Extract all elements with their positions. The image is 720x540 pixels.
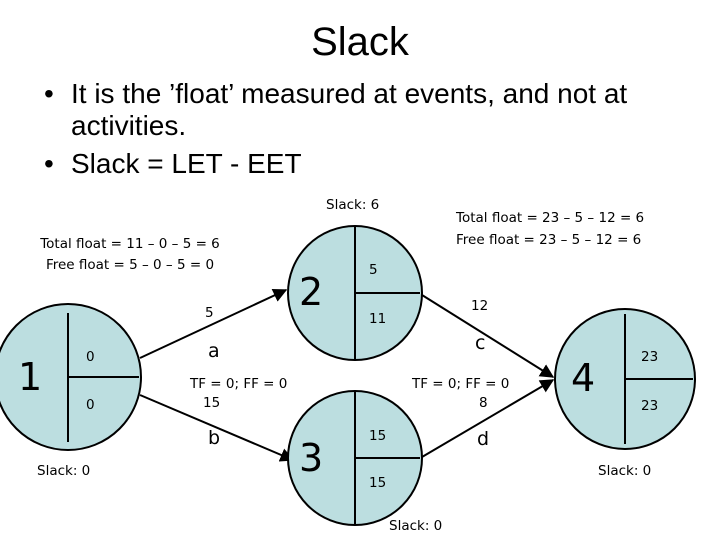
- activity-b-label: b: [208, 427, 221, 449]
- node-2: [287, 225, 423, 361]
- node-4-number: 4: [571, 356, 596, 400]
- node-1: [0, 303, 142, 451]
- arrow-c: [421, 294, 555, 378]
- node-3-eet: 15: [369, 428, 387, 444]
- activity-c-label: c: [475, 332, 486, 354]
- node-4-let: 23: [641, 398, 659, 414]
- activity-c-free-float: Free float = 23 – 5 – 12 = 6: [456, 232, 642, 248]
- node-3-let: 15: [369, 475, 387, 491]
- node-1-let: 0: [86, 397, 95, 413]
- activity-a-duration: 5: [205, 305, 214, 321]
- activity-d-label: d: [477, 428, 490, 450]
- activity-d-floats: TF = 0; FF = 0: [412, 376, 510, 392]
- activity-a-total-float: Total float = 11 – 0 – 5 = 6: [40, 236, 220, 252]
- activity-a-free-float: Free float = 5 – 0 – 5 = 0: [45, 257, 215, 273]
- slide-title: Slack: [311, 20, 409, 64]
- activity-c-duration: 12: [471, 298, 489, 314]
- node-4: [554, 308, 696, 450]
- bullet-item: It is the ’float’ measured at events, an…: [44, 78, 704, 142]
- bullet-list: It is the ’float’ measured at events, an…: [44, 78, 704, 186]
- activity-b-duration: 15: [203, 395, 221, 411]
- node-3-slack: Slack: 0: [389, 518, 443, 534]
- node-1-number: 1: [18, 355, 43, 399]
- node-2-let: 11: [369, 311, 387, 327]
- node-3-number: 3: [299, 436, 324, 480]
- node-2-eet: 5: [369, 262, 378, 278]
- arrow-a: [139, 288, 288, 359]
- node-1-eet: 0: [86, 349, 95, 365]
- bullet-item: Slack = LET - EET: [44, 148, 704, 180]
- activity-a-label: a: [208, 340, 220, 362]
- node-2-number: 2: [299, 270, 324, 314]
- node-2-slack: Slack: 6: [326, 197, 380, 213]
- activity-b-floats: TF = 0; FF = 0: [190, 376, 288, 392]
- node-4-eet: 23: [641, 349, 659, 365]
- node-4-slack: Slack: 0: [598, 463, 652, 479]
- node-3: [287, 390, 423, 526]
- arrow-b: [139, 394, 295, 462]
- activity-c-total-float: Total float = 23 – 5 – 12 = 6: [456, 210, 645, 226]
- activity-d-duration: 8: [479, 395, 488, 411]
- arrow-d: [421, 379, 555, 458]
- node-1-slack: Slack: 0: [37, 463, 91, 479]
